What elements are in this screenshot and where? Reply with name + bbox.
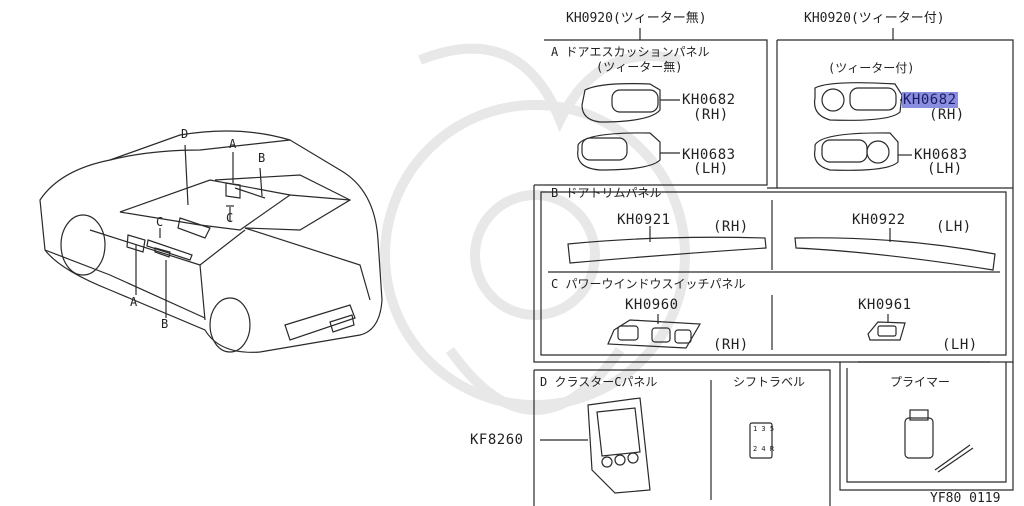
side-label-b-rh: (RH) [713,219,749,235]
watermark-crest [380,43,690,415]
diagram-code: YF80 0119 [930,491,1001,506]
door-trim-rh [567,226,767,264]
side-label-rh: (RH) [693,107,729,123]
shift-label-title: シフトラベル [733,375,806,389]
part-code-kh0682: KH0682 [682,92,736,108]
part-code-kh0921: KH0921 [617,212,671,228]
side-label-c-rh: (RH) [713,337,749,353]
section-c-title: C パワーウインドウスイッチパネル [551,277,746,291]
callout-a-bottom: A [130,295,138,309]
side-label-lh-tweeter: (LH) [927,161,963,177]
side-label-c-lh: (LH) [942,337,978,353]
part-code-kf8260: KF8260 [470,432,524,448]
shift-pattern-bottom: 2 4 R [753,445,775,453]
escutcheon-panel-lh [577,132,680,171]
part-code-kh0922: KH0922 [852,212,906,228]
side-label-b-lh: (LH) [936,219,972,235]
callout-b-bottom: B [161,317,169,331]
escutcheon-tweeter-lh [813,132,912,171]
part-code-kh0682-tweeter[interactable]: KH0682 [902,92,958,108]
section-a-title: A ドアエスカッションパネル [551,45,710,59]
part-code-kh0683: KH0683 [682,147,736,163]
callout-d-top: D [181,127,189,141]
escutcheon-panel-rh [581,83,680,123]
section-d-title: D クラスターCパネル [540,375,658,389]
shift-pattern-top: 1 3 5 [753,425,775,433]
part-code-kh0683-tweeter: KH0683 [914,147,968,163]
section-b-title: B ドアトリムパネル [551,186,662,200]
window-switch-panel-lh [867,314,906,341]
side-label-lh: (LH) [693,161,729,177]
section-a-tweeter-subtitle: (ツィーター付) [828,61,915,75]
header-with-tweeter: KH0920(ツィーター付) [804,11,945,26]
callout-b-top: B [258,151,266,165]
primer-title: プライマー [890,375,951,389]
part-code-kh0961: KH0961 [858,297,912,313]
callout-c-top: C [226,211,234,225]
part-code-kh0960: KH0960 [625,297,679,313]
header-no-tweeter: KH0920(ツィーター無) [566,11,707,26]
car-illustration [39,130,383,353]
escutcheon-tweeter-rh [813,82,903,121]
primer-bottle [904,409,974,473]
window-switch-panel-rh [607,314,702,349]
section-frames [533,28,1014,506]
door-trim-lh [794,228,996,271]
shift-label [749,422,773,459]
section-a-subtitle: (ツィーター無) [596,60,683,74]
side-label-rh-tweeter: (RH) [929,107,965,123]
callout-c-mid: C [156,215,164,229]
cluster-panel [540,397,651,494]
callout-a-top: A [229,137,237,151]
